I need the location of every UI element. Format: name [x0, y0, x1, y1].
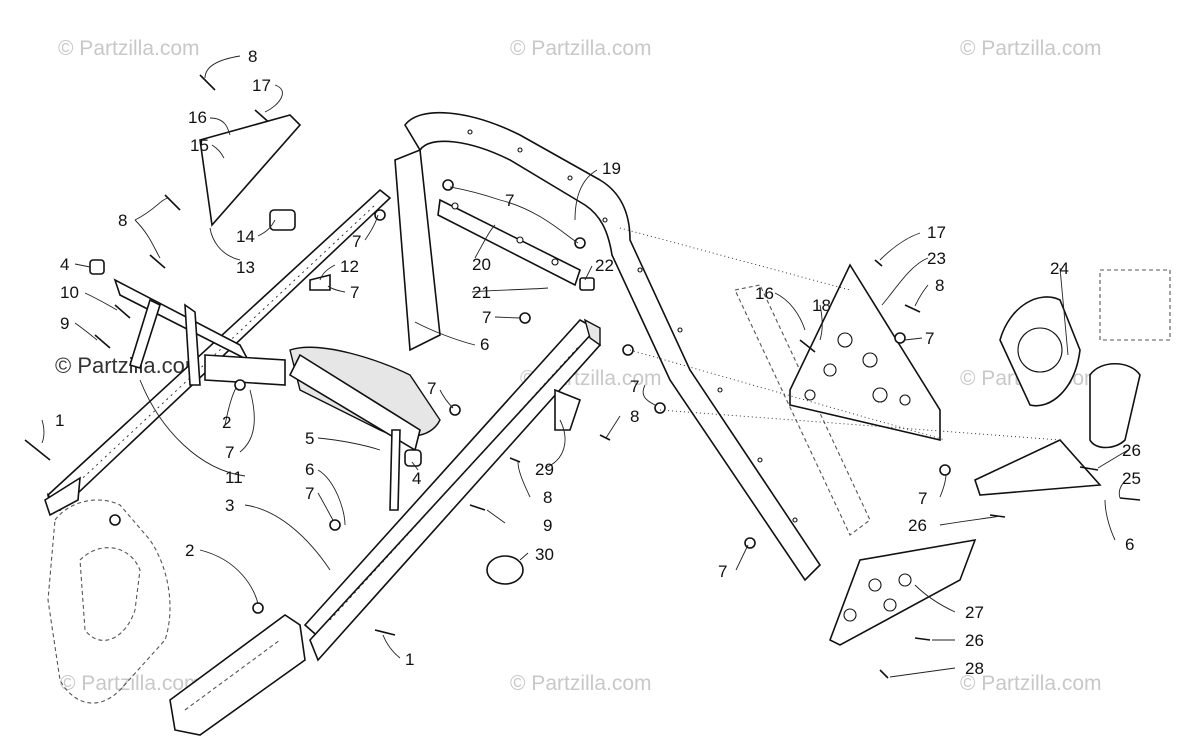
watermark: © Partzilla.com	[510, 37, 652, 60]
watermark: © Partzilla.com	[960, 37, 1102, 60]
callout-12: 12	[340, 257, 359, 276]
callout-1: 1	[405, 650, 414, 669]
callout-17: 17	[927, 223, 946, 242]
callout-4: 4	[60, 255, 69, 274]
callout-26: 26	[908, 516, 927, 535]
callout-27: 27	[965, 603, 984, 622]
callout-7: 7	[225, 443, 234, 462]
callout-2: 2	[222, 413, 231, 432]
callout-26: 26	[1122, 441, 1141, 460]
hoop-frame	[394, 111, 822, 582]
callout-7: 7	[427, 379, 436, 398]
panel-5	[288, 346, 441, 511]
callout-8: 8	[543, 488, 552, 507]
callout-9: 9	[543, 516, 552, 535]
callout-17: 17	[252, 76, 271, 95]
callout-16: 16	[188, 108, 207, 127]
callout-26: 26	[965, 631, 984, 650]
callout-25: 25	[1122, 469, 1141, 488]
callout-13: 13	[236, 258, 255, 277]
callout-7: 7	[630, 377, 639, 396]
callout-22: 22	[595, 256, 614, 275]
callout-2: 2	[185, 541, 194, 560]
callout-7: 7	[350, 283, 359, 302]
leader-lines	[41, 55, 1129, 678]
plate-23	[789, 263, 941, 442]
mount-24	[999, 269, 1171, 449]
chassis-ghost	[47, 499, 306, 736]
callout-9: 9	[60, 314, 69, 333]
hardware	[24, 74, 1141, 679]
callout-11: 11	[225, 468, 243, 487]
callout-18: 18	[812, 296, 831, 315]
callout-labels: 8 17 16 15 8 14 13 7 4 12 7 10 9 2 7 11 …	[55, 47, 1141, 678]
callout-30: 30	[535, 545, 554, 564]
callout-14: 14	[236, 227, 255, 246]
plate-27	[828, 538, 977, 646]
watermark: © Partzilla.com	[58, 37, 200, 60]
callout-6: 6	[305, 460, 314, 479]
callout-7: 7	[482, 308, 491, 327]
callout-21: 21	[472, 283, 491, 302]
callout-16: 16	[755, 284, 774, 303]
watermark: © Partzilla.com	[60, 672, 202, 695]
grab-bar	[113, 278, 286, 386]
callout-7: 7	[918, 489, 927, 508]
side-bracket-ghost	[734, 284, 871, 536]
callout-4: 4	[412, 469, 421, 488]
strap-20	[437, 198, 581, 287]
callout-19: 19	[602, 159, 621, 178]
callout-3: 3	[225, 496, 234, 515]
callout-7: 7	[505, 191, 514, 210]
callout-7: 7	[352, 232, 361, 251]
center-rail	[303, 318, 601, 662]
callout-6: 6	[480, 335, 489, 354]
callout-7: 7	[925, 329, 934, 348]
callout-10: 10	[60, 283, 79, 302]
watermark: © Partzilla.com	[510, 672, 652, 695]
callout-20: 20	[472, 255, 491, 274]
callout-8: 8	[118, 211, 127, 230]
callout-8: 8	[935, 276, 944, 295]
callout-6: 6	[1125, 535, 1134, 554]
callout-28: 28	[965, 659, 984, 678]
callout-15: 15	[190, 136, 209, 155]
callout-8: 8	[248, 47, 257, 66]
callout-7: 7	[305, 484, 314, 503]
callout-7: 7	[718, 562, 727, 581]
callout-23: 23	[927, 249, 946, 268]
callout-29: 29	[535, 460, 554, 479]
callout-1: 1	[55, 411, 64, 430]
bracket-25	[974, 439, 1102, 496]
callout-8: 8	[630, 407, 639, 426]
callout-5: 5	[305, 429, 314, 448]
callout-24: 24	[1050, 259, 1069, 278]
watermark: © Partzilla.com	[960, 672, 1102, 695]
left-side-rail	[44, 188, 392, 517]
